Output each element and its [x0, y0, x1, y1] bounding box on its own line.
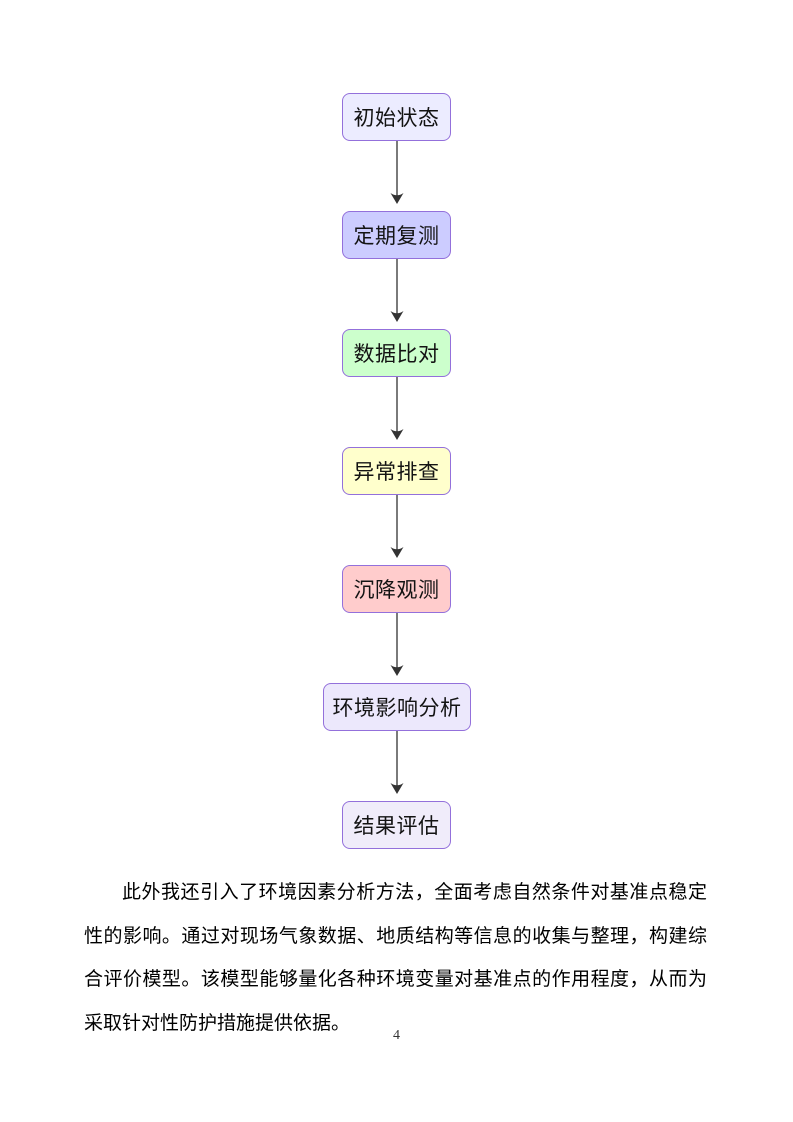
arrow-down-icon [390, 613, 404, 676]
body-paragraph: 此外我还引入了环境因素分析方法，全面考虑自然条件对基准点稳定性的影响。通过对现场… [84, 882, 707, 1034]
flow-node-label: 异常排查 [353, 460, 440, 484]
arrow-down-icon [390, 141, 404, 204]
arrow-down-icon [390, 377, 404, 440]
flow-node-result-evaluation: 结果评估 [342, 801, 451, 849]
flow-node-periodic-resurvey: 定期复测 [342, 211, 451, 259]
flow-node-anomaly-check: 异常排查 [342, 447, 451, 495]
flow-node-label: 定期复测 [353, 224, 440, 248]
flow-node-data-comparison: 数据比对 [342, 329, 451, 377]
flow-node-environment-impact-analysis: 环境影响分析 [323, 683, 471, 731]
arrow-down-icon [390, 259, 404, 322]
arrow-down-icon [390, 495, 404, 558]
arrow-down-icon [390, 731, 404, 794]
flow-node-label: 沉降观测 [353, 578, 440, 602]
flow-node-label: 结果评估 [353, 814, 440, 838]
flow-node-label: 初始状态 [353, 106, 440, 130]
flow-node-label: 数据比对 [353, 342, 440, 366]
flow-node-initial-state: 初始状态 [342, 93, 451, 141]
flow-node-settlement-observation: 沉降观测 [342, 565, 451, 613]
flowchart: 初始状态 定期复测 数据比对 异常排查 沉降观测 [323, 93, 471, 849]
page-number: 4 [393, 1028, 400, 1043]
flow-node-label: 环境影响分析 [332, 696, 462, 720]
